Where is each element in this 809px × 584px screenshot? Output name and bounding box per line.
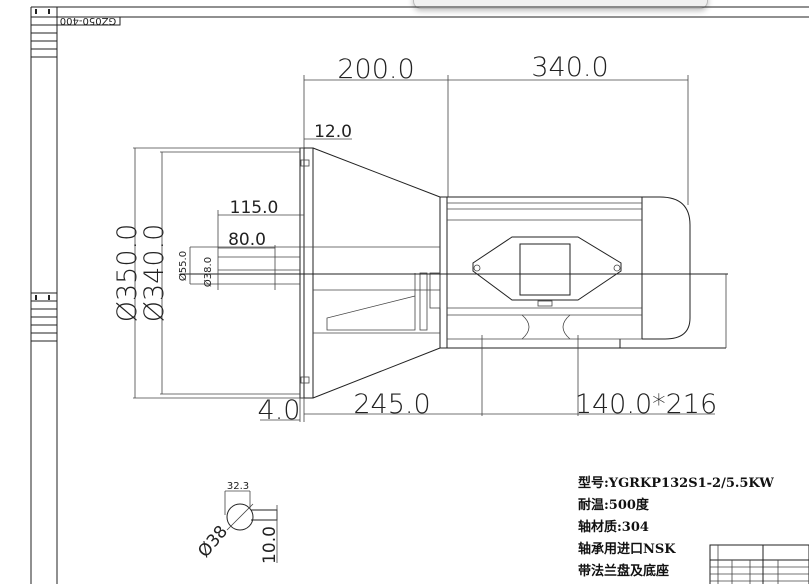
dim-shaft-length: 115.0 (230, 198, 279, 218)
spec-bearing: 轴承用进口NSK (578, 541, 676, 557)
diameter-dimensions: Ø350.0 Ø340.0 (112, 148, 170, 398)
dim-detail-width: 32.3 (227, 481, 249, 492)
shaft: 115.0 80.0 Ø55.0 Ø38.0 (177, 198, 728, 290)
dim-detail-diameter: Ø38 (194, 522, 232, 562)
dim-base-offset: 4.0 (258, 395, 301, 426)
spec-temperature: 耐温:500度 (578, 497, 650, 513)
junction-box (519, 243, 571, 296)
junction-box-plate (472, 236, 622, 301)
motor (447, 196, 727, 349)
dim-outer-diameter: Ø350.0 (112, 224, 143, 323)
spec-notes: 型号:YGRKP132S1-2/5.5KW 耐温:500度 轴材质:304 轴承… (578, 475, 774, 579)
spec-model: 型号:YGRKP132S1-2/5.5KW (578, 475, 774, 491)
shaft-section-detail: 32.3 10.0 Ø38 (194, 481, 280, 564)
dim-foot-spacing: 140.0*216 (575, 389, 717, 420)
dim-shaft-d38: Ø38.0 (202, 257, 214, 287)
dim-base-length: 245.0 (353, 389, 430, 420)
dim-shaft-d55: Ø55.0 (177, 251, 189, 281)
dim-flange-thickness: 12.0 (314, 122, 352, 142)
dim-detail-key: 10.0 (260, 526, 280, 564)
dim-flange-length: 200.0 (337, 54, 414, 85)
top-dimensions: 200.0 340.0 12.0 (303, 52, 689, 205)
spec-flange-base: 带法兰盘及底座 (578, 563, 669, 579)
part-label: GZ050-400 (60, 15, 116, 26)
title-block (709, 544, 809, 584)
flange (133, 147, 448, 399)
dim-inner-diameter: Ø340.0 (139, 224, 170, 323)
spec-shaft-material: 轴材质:304 (578, 519, 649, 535)
dim-shaft-step: 80.0 (228, 230, 266, 250)
drawing-frame: GZ050-400 (30, 6, 809, 584)
bottom-dimensions: 245.0 140.0*216 4.0 (258, 335, 717, 426)
dim-motor-length: 340.0 (531, 52, 608, 83)
